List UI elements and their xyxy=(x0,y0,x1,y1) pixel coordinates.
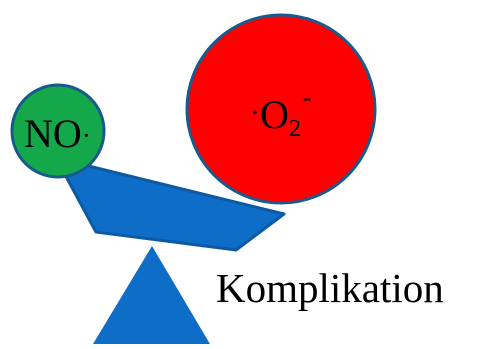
charge-superscript: - xyxy=(303,83,312,112)
superoxide-radical-dot: · xyxy=(250,96,260,129)
no-radical-label: NO· xyxy=(24,111,91,156)
scale-fulcrum xyxy=(93,246,210,344)
oxygen-subscript: 2 xyxy=(289,116,301,142)
complication-caption: Komplikation xyxy=(216,268,444,309)
superoxide-radical-node: ·O2- xyxy=(187,15,375,203)
no-radical-dot: · xyxy=(82,121,91,152)
oxygen-element-text: O xyxy=(260,92,289,137)
no-radical-node: NO· xyxy=(12,85,104,177)
no-label-text: NO xyxy=(24,111,82,156)
